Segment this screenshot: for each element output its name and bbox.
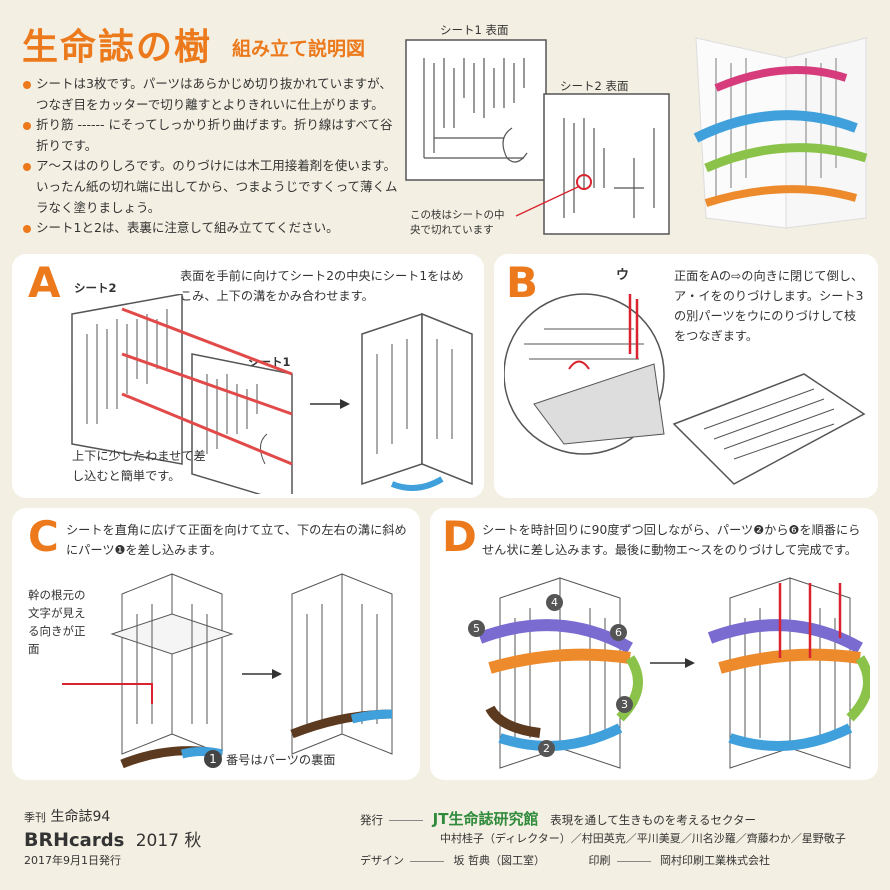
footer-designer: 坂 哲典（図工室） [453, 854, 546, 867]
footer-printer: 岡村印刷工業株式会社 [660, 854, 770, 867]
step-a-text: 表面を手前に向けてシート2の中央にシート1をはめこみ、上下の溝をかみ合わせます。 [180, 269, 464, 303]
footer-tagline: 表現を通して生きものを考えるセクター [550, 813, 756, 827]
intro-bullet: 折り筋 ------ にそってしっかり折り曲げます。折り線はすべて谷折りです。 [22, 115, 404, 156]
step-d-text: シートを時計回りに90度ずつ回しながら、パーツ❷から❻を順番にらせん状に差し込み… [482, 523, 861, 557]
step-c-letter: C [28, 512, 59, 561]
step-a-tip: 上下に少したわませて差し込むと簡単です。 [72, 449, 206, 483]
footer-publisher-label: 発行 [360, 813, 383, 827]
intro-bullets: シートは3枚です。パーツはあらかじめ切り抜かれていますが、つなぎ目をカッターで切… [22, 74, 404, 239]
footer-print-label: 印刷 [588, 854, 611, 867]
step-d-number-5: 5 [468, 620, 485, 637]
footer-staff: 中村桂子（ディレクター）／村田英克／平川美夏／川名沙羅／齊藤わか／星野敬子 [440, 832, 846, 845]
step-d-number-3: 3 [616, 696, 633, 713]
step-d-number-4: 4 [546, 594, 563, 611]
footer-publisher-line: 発行 JT生命誌研究館 表現を通して生きものを考えるセクター [360, 808, 756, 829]
finished-model-image [693, 37, 868, 229]
step-a-sheet2-label: シート2 [74, 281, 117, 295]
footer-date: 2017年9月1日発行 [24, 854, 121, 867]
footer-design-label: デザイン [360, 854, 404, 867]
sheet-diagram [405, 39, 670, 235]
step-c-part-number: 1 [204, 750, 222, 768]
page-subtitle: 組み立て説明図 [232, 38, 366, 60]
footer-issue-title: 生命誌94 [50, 809, 111, 825]
step-d-panel: D シートを時計回りに90度ずつ回しながら、パーツ❷から❻を順番にらせん状に差し… [430, 508, 878, 780]
step-a-sheet1-label: シート1 [248, 355, 291, 369]
step-c-diagram [62, 573, 393, 769]
step-b-letter: B [506, 258, 539, 307]
intro-bullet: シート1と2は、表裏に注意して組み立ててください。 [22, 218, 404, 239]
page-title: 生命誌の樹 [22, 27, 213, 68]
sheet2-label: シート2 表面 [560, 79, 629, 93]
footer-brand2: cards [69, 830, 125, 851]
step-d-number-6: 6 [610, 624, 627, 641]
step-d-letter: D [442, 512, 477, 561]
step-d-number-2: 2 [538, 740, 555, 757]
step-d-diagram [477, 577, 870, 769]
step-a-letter: A [28, 258, 61, 307]
footer-season: 2017 秋 [135, 831, 202, 851]
footer-quarterly: 季刊 [24, 811, 46, 824]
footer-publisher: JT生命誌研究館 [432, 810, 539, 828]
step-a-diagram [71, 294, 473, 494]
step-c-side-note: 幹の根元の文字が見える向きが正面 [28, 588, 86, 656]
step-b-panel: B 正面をAの⇨の向きに閉じて倒し、ア・イをのりづけします。シート3の別パーツを… [494, 254, 878, 498]
sheet1-label: シート1 表面 [440, 23, 509, 37]
footer-issue: 季刊 生命誌94 [24, 806, 110, 826]
footer-brand-line: BRHcards 2017 秋 [24, 826, 201, 851]
step-c-panel: C シートを直角に広げて正面を向けて立て、下の左右の溝に斜めにパーツ❶を差し込み… [12, 508, 420, 780]
footer-design-line: デザイン 坂 哲典（図工室） 印刷 岡村印刷工業株式会社 [360, 852, 770, 868]
intro-bullet: シートは3枚です。パーツはあらかじめ切り抜かれていますが、つなぎ目をカッターで切… [22, 74, 404, 115]
step-c-part-note: 番号はパーツの裏面 [226, 753, 336, 767]
intro-bullet: ア〜スはのりしろです。のりづけには木工用接着剤を使います。いったん紙の切れ端に出… [22, 156, 404, 218]
step-b-text: 正面をAの⇨の向きに閉じて倒し、ア・イをのりづけします。シート3の別パーツをウに… [674, 269, 864, 343]
step-b-diagram [504, 293, 866, 485]
step-b-label-u: ウ [616, 268, 630, 283]
step-c-text: シートを直角に広げて正面を向けて立て、下の左右の溝に斜めにパーツ❶を差し込みます… [66, 523, 407, 557]
step-a-panel: A 表面を手前に向けてシート2の中央にシート1をはめこみ、上下の溝をかみ合わせま… [12, 254, 484, 498]
footer-brand: BRH [24, 829, 70, 851]
sheet-note: この枝はシートの中央で切れています [410, 209, 505, 236]
